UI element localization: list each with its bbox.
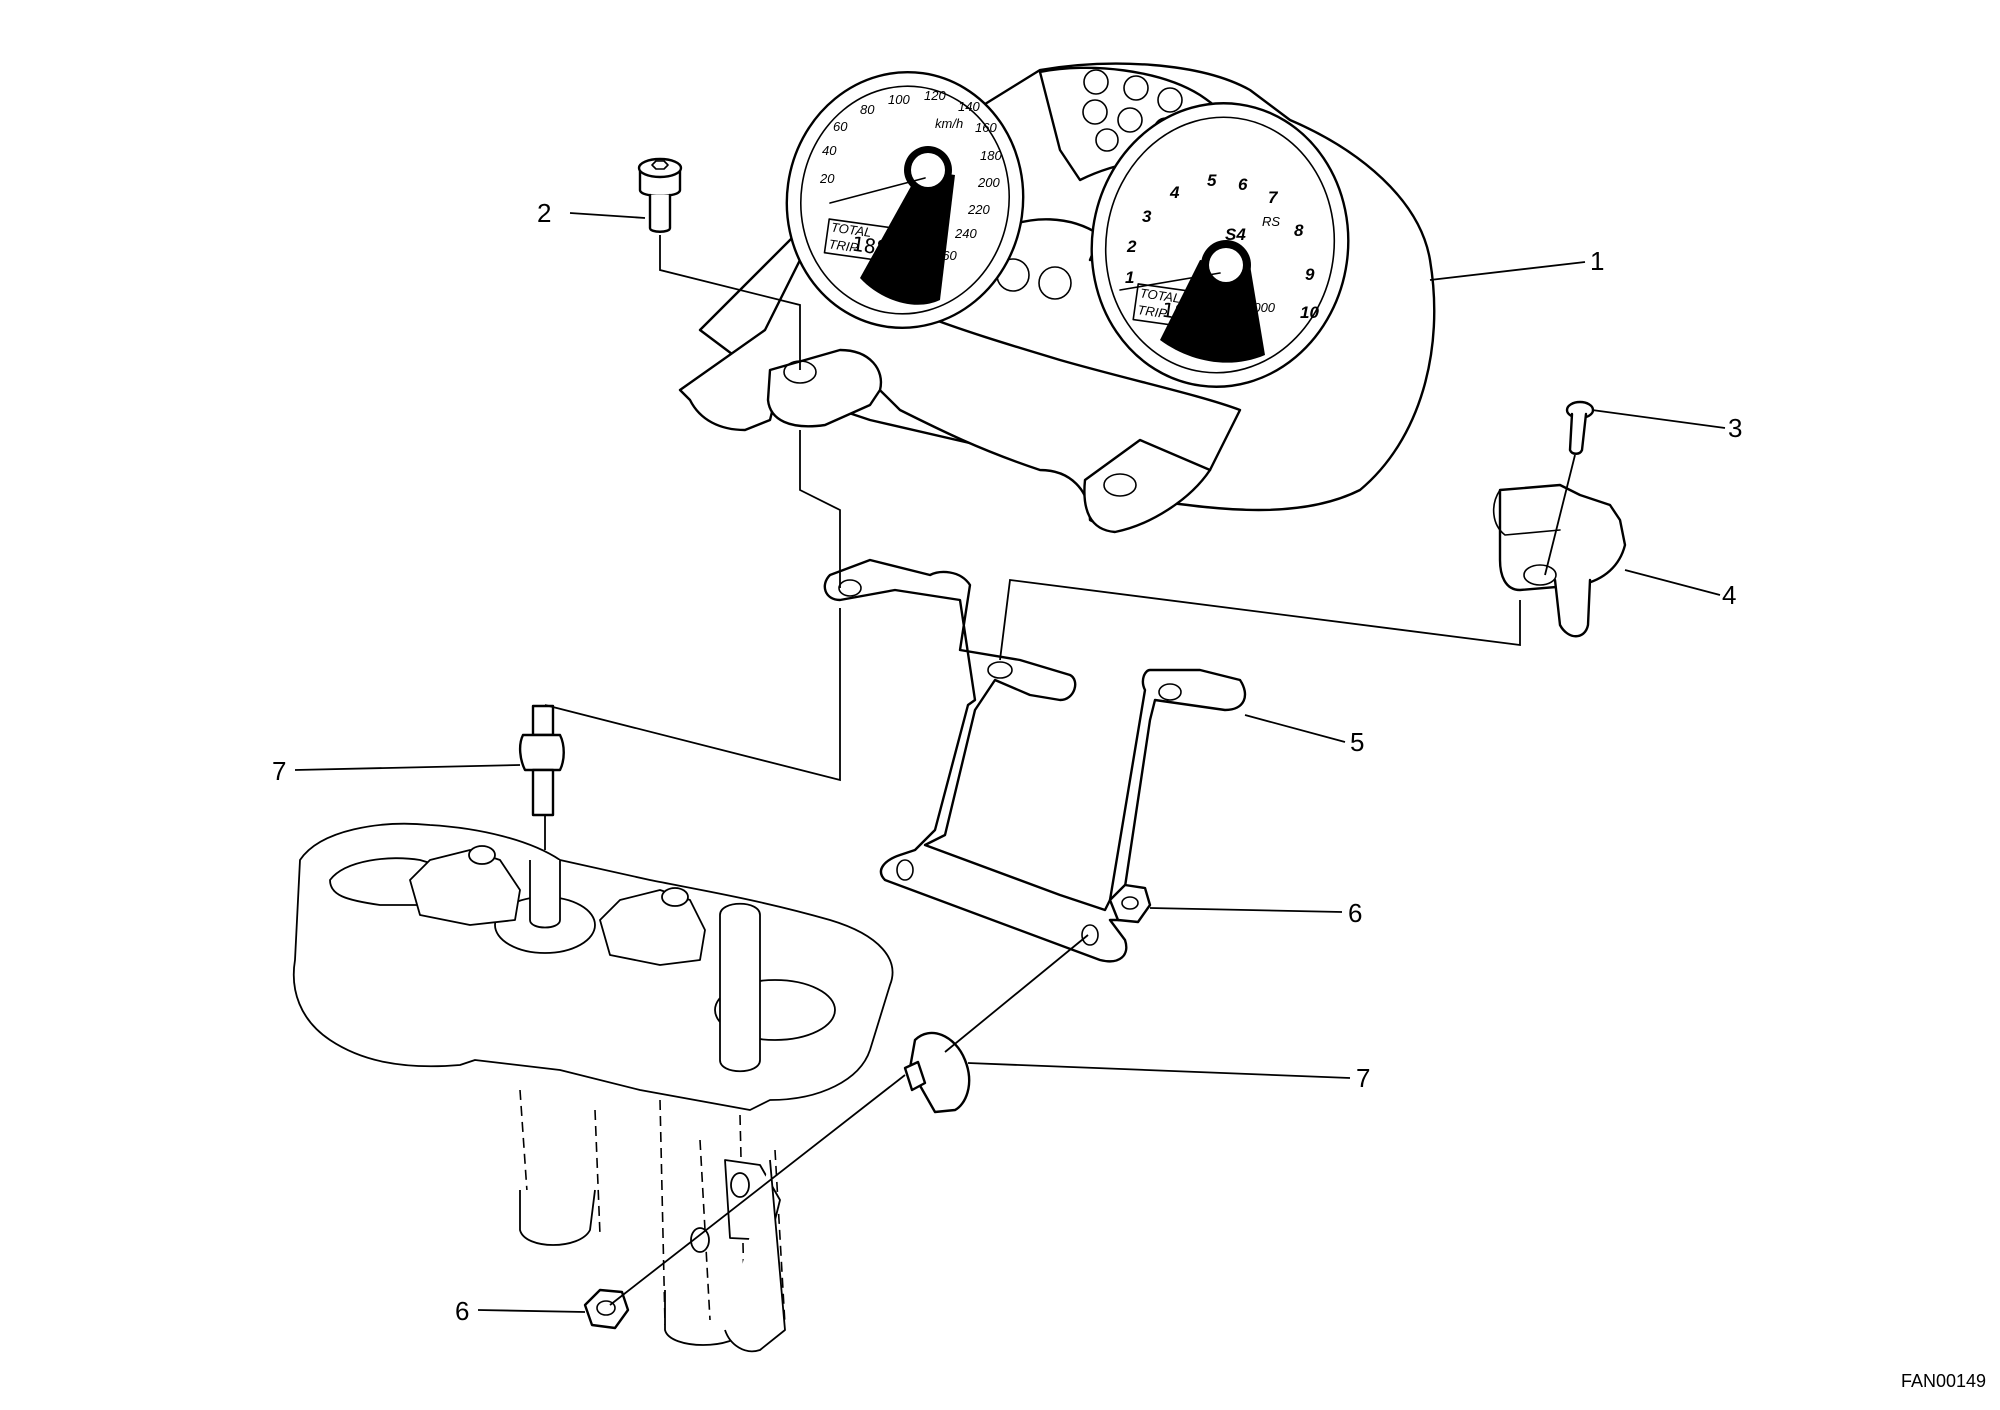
tacho-tick-8: 8 (1294, 221, 1304, 240)
speedo-tick-240: 240 (954, 226, 977, 241)
instrument-cluster: 20 40 60 80 100 120 140 160 180 200 220 … (678, 62, 1436, 534)
speedo-tick-180: 180 (980, 148, 1002, 163)
callout-6-upper: 6 (1348, 898, 1362, 928)
callout-3: 3 (1728, 413, 1742, 443)
tacho-tick-7: 7 (1268, 188, 1279, 207)
speedo-tick-140: 140 (958, 99, 980, 114)
assembly-guide-lines (544, 235, 1576, 1306)
speedo-tick-220: 220 (967, 202, 990, 217)
part-7-mount-lower (903, 1031, 971, 1114)
speedo-tick-160: 160 (975, 120, 997, 135)
tacho-badge-suffix: RS (1262, 214, 1280, 229)
callout-labels: 1 2 3 4 5 6 7 7 6 (272, 198, 1742, 1326)
part-3-screw (1565, 400, 1595, 455)
callout-1: 1 (1590, 246, 1604, 276)
speedo-tick-20: 20 (819, 171, 835, 186)
callout-6-lower: 6 (455, 1296, 469, 1326)
part-4-sensor (1492, 483, 1627, 638)
tacho-tick-6: 6 (1238, 175, 1248, 194)
speedo-tick-40: 40 (822, 143, 837, 158)
speedo-tick-120: 120 (924, 88, 946, 103)
speedo-tick-260: 260 (934, 248, 957, 263)
tacho-tick-3: 3 (1142, 207, 1152, 226)
part-6-nut-upper (1108, 883, 1152, 924)
tacho-badge: S4 (1225, 225, 1246, 244)
part-7-mount-upper (518, 704, 565, 817)
drawing-reference-code: FAN00149 (1900, 1371, 1986, 1391)
callout-7-lower: 7 (1356, 1063, 1370, 1093)
speedo-tick-200: 200 (977, 175, 1000, 190)
tacho-lcd-label-trip: TRIP (1137, 302, 1169, 321)
callout-2: 2 (537, 198, 551, 228)
tacho-tick-5: 5 (1207, 171, 1217, 190)
speedo-lcd-label-trip: TRIP (828, 236, 860, 255)
callout-5: 5 (1350, 727, 1364, 757)
speedo-tick-60: 60 (833, 119, 848, 134)
speedo-tick-80: 80 (860, 102, 875, 117)
tacho-tick-2: 2 (1126, 237, 1137, 256)
tacho-tick-4: 4 (1169, 183, 1180, 202)
tacho-tick-1: 1 (1125, 268, 1134, 287)
speedo-unit: km/h (935, 116, 963, 131)
speedo-tick-100: 100 (888, 92, 910, 107)
callout-4: 4 (1722, 580, 1736, 610)
tacho-tick-9: 9 (1305, 265, 1315, 284)
speedo-lcd-label-total: TOTAL (830, 219, 872, 240)
part-5-bracket (823, 558, 1247, 963)
fork-yoke (292, 822, 894, 1353)
part-2-screw (637, 157, 683, 233)
callout-7-upper: 7 (272, 756, 286, 786)
callout-leaders (294, 212, 1726, 1313)
speedometer: 20 40 60 80 100 120 140 160 180 200 220 … (785, 70, 1025, 330)
tachometer: 1 2 3 4 5 6 7 8 9 10 S4 RS rpm x 1000 TO… (1090, 102, 1350, 388)
tacho-unit: rpm x 1000 (1210, 300, 1276, 315)
tacho-lcd-label-total: TOTAL (1139, 285, 1181, 306)
tacho-tick-10: 10 (1300, 303, 1319, 322)
